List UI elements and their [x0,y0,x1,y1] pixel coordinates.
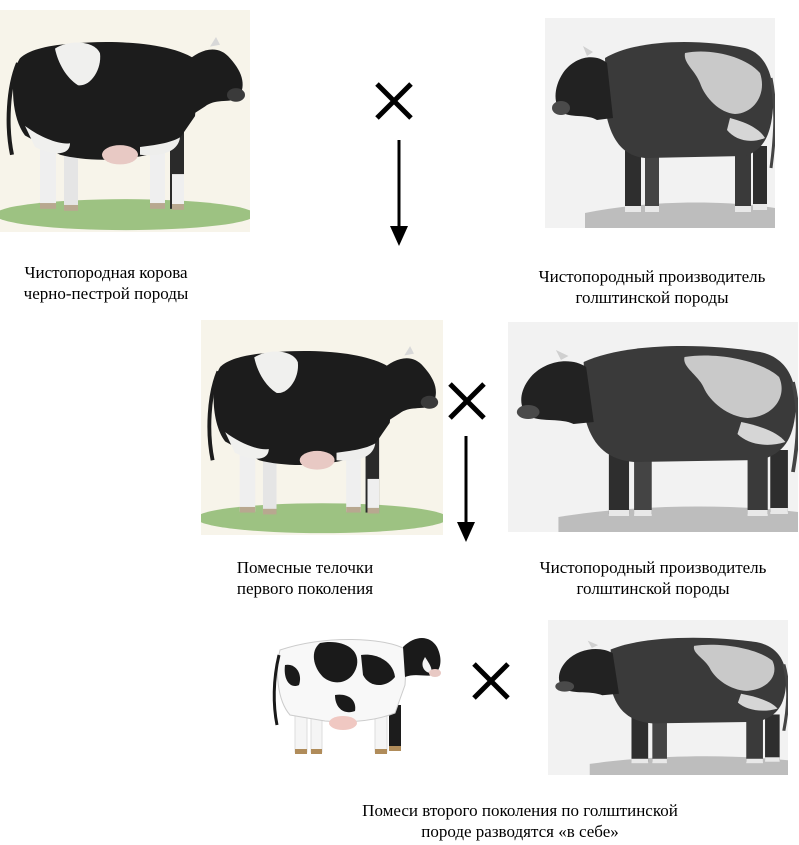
second-generation-holstein-cow-image [265,625,445,755]
row3-bottom-caption: Помеси второго поколения по голштинской … [300,800,740,842]
row1-left-caption: Чистопородная корова черно-пестрой пород… [0,262,212,304]
down-arrow-icon [388,140,410,248]
down-arrow-icon [455,436,477,544]
row1-right-caption: Чистопородный производитель голштинской … [507,266,797,308]
multiplication-cross-icon [470,660,512,702]
multiplication-cross-icon [446,380,488,422]
purebred-holstein-bull-image [508,322,798,532]
purebred-black-white-cow-image [0,10,250,232]
first-generation-heifer-image [201,320,443,535]
multiplication-cross-icon [373,80,415,122]
purebred-holstein-bull-image [545,18,775,228]
row2-left-caption: Помесные телочки первого поколения [215,557,395,599]
row2-right-caption: Чистопородный производитель голштинской … [508,557,798,599]
second-generation-holstein-bull-image [548,620,788,775]
